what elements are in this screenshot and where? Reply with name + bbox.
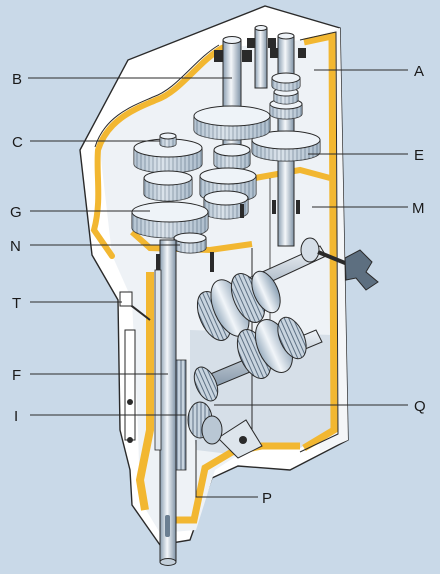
horizontal-shafts — [187, 237, 379, 445]
control-lever — [119, 291, 151, 443]
bearing-brackets — [156, 200, 300, 272]
gear-stacks — [131, 72, 321, 254]
leader-P — [195, 440, 258, 498]
label-N: N — [10, 238, 21, 255]
label-Q: Q — [414, 398, 426, 415]
label-T: T — [12, 295, 21, 312]
label-G: G — [10, 204, 22, 221]
h-gear-8 — [193, 366, 219, 402]
hex-nut — [159, 132, 177, 148]
gear-C — [133, 138, 203, 174]
label-F: F — [12, 367, 21, 384]
gearbox-casing — [79, 5, 349, 546]
gear-G — [131, 201, 209, 239]
gear-middle-bottom — [203, 190, 249, 220]
label-A: A — [414, 63, 424, 80]
label-P: P — [262, 490, 272, 507]
gear-right-top — [271, 72, 301, 92]
label-M: M — [412, 200, 425, 217]
label-E: E — [414, 147, 424, 164]
gear-left-mid — [143, 170, 193, 202]
label-I: I — [14, 408, 18, 425]
top-bearings — [214, 38, 306, 62]
h-gear-4 — [251, 270, 281, 314]
gear-right-small-1 — [269, 98, 303, 120]
h-gear-7 — [277, 316, 307, 360]
gear-middle-small — [213, 143, 251, 171]
label-C: C — [12, 134, 23, 151]
gear-middle-large — [193, 105, 271, 141]
gear-right-small-2 — [273, 87, 299, 105]
label-B: B — [12, 71, 22, 88]
part-labels: B A C E G M N T F I Q P — [10, 63, 426, 507]
leader-lines — [28, 69, 408, 498]
gear-N-small — [173, 232, 207, 254]
